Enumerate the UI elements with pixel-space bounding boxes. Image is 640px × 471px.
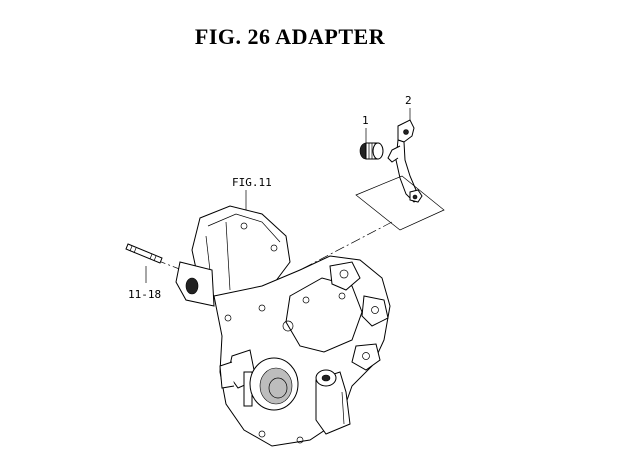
leader-lines bbox=[145, 108, 411, 283]
callout-fig-11: FIG.11 bbox=[232, 176, 272, 189]
timing-cover-housing bbox=[175, 205, 391, 447]
callout-11-18: 11-18 bbox=[128, 288, 161, 301]
callout-part-2: 2 bbox=[405, 94, 412, 107]
stud-bolt-11-18 bbox=[125, 243, 163, 264]
figure-title: FIG. 26 ADAPTER bbox=[194, 24, 386, 49]
callout-part-1: 1 bbox=[362, 114, 369, 127]
part-2-adapter-bracket bbox=[387, 119, 423, 203]
mounting-plane bbox=[355, 175, 445, 231]
part-1-bushing bbox=[359, 142, 384, 160]
